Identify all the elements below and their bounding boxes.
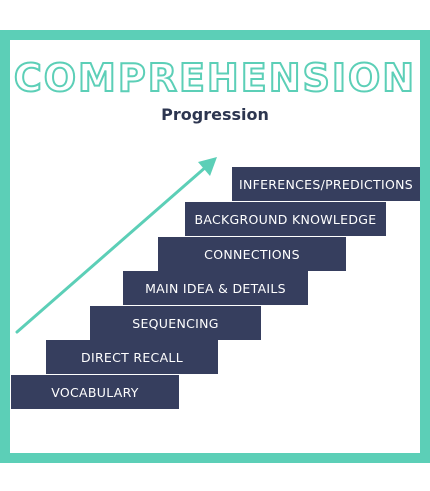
step-connections: CONNECTIONS (158, 237, 346, 271)
step-inferences-predictions: INFERENCES/PREDICTIONS (232, 167, 420, 201)
page-title: COMPREHENSION (13, 55, 417, 101)
step-direct-recall: DIRECT RECALL (46, 340, 218, 374)
step-sequencing: SEQUENCING (90, 306, 261, 340)
step-background-knowledge: BACKGROUND KNOWLEDGE (185, 202, 386, 236)
page-subtitle: Progression (161, 105, 269, 124)
step-vocabulary: VOCABULARY (11, 375, 179, 409)
step-main-idea-details: MAIN IDEA & DETAILS (123, 271, 308, 305)
